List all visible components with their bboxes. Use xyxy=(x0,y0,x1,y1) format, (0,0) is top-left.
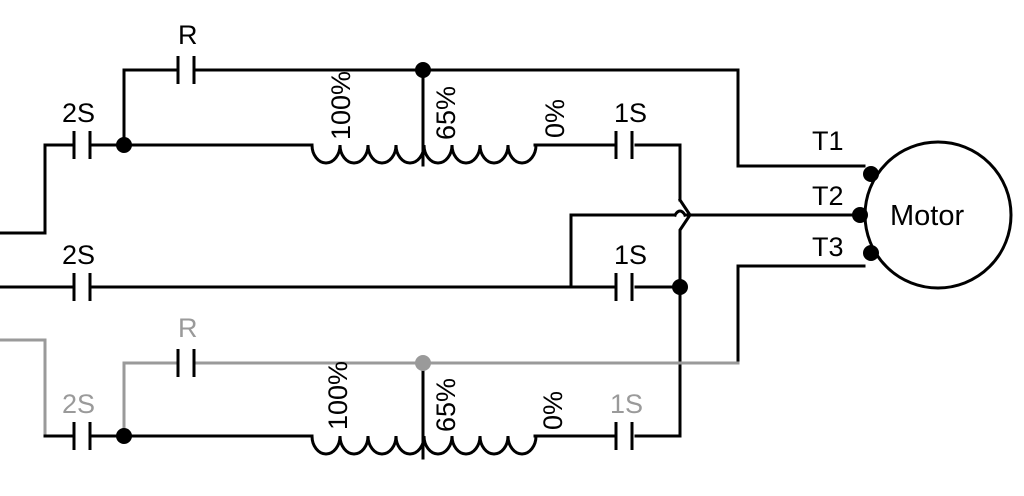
junction-dot xyxy=(116,428,132,444)
label-tap-65-bottom: 65% xyxy=(431,378,461,432)
label-2s-middle: 2S xyxy=(62,240,95,270)
contact-1s-bottom xyxy=(614,422,634,450)
terminal-t1-dot xyxy=(863,166,879,182)
label-t3: T3 xyxy=(812,232,844,262)
label-tap-100-bottom: 100% xyxy=(323,361,353,430)
label-1s-top: 1S xyxy=(614,98,647,128)
junction-dot xyxy=(415,62,431,78)
contact-1s-top xyxy=(614,131,634,159)
label-2s-top: 2S xyxy=(62,98,95,128)
contact-2s-bottom xyxy=(72,422,92,450)
l2-wiring xyxy=(0,197,866,438)
label-tap-65-top: 65% xyxy=(431,86,461,140)
label-r-bottom: R xyxy=(178,313,198,343)
autotransformer-coil-top xyxy=(310,143,538,165)
label-tap-0-top: 0% xyxy=(540,99,570,138)
junction-dot xyxy=(672,279,688,295)
label-tap-0-bottom: 0% xyxy=(538,391,568,430)
motor: Motor xyxy=(852,140,1013,290)
label-t1: T1 xyxy=(812,126,844,156)
contact-r-top xyxy=(176,56,196,84)
contact-2s-top xyxy=(72,131,92,159)
contact-1s-middle xyxy=(614,273,634,301)
label-2s-bottom: 2S xyxy=(62,389,95,419)
label-r-top: R xyxy=(178,20,198,50)
label-1s-bottom: 1S xyxy=(610,389,643,419)
label-tap-100-top: 100% xyxy=(326,71,356,140)
junction-dot-faded xyxy=(415,355,431,371)
l3-faded-wiring xyxy=(0,338,740,438)
motor-label: Motor xyxy=(890,200,964,232)
label-1s-middle: 1S xyxy=(614,240,647,270)
label-t2: T2 xyxy=(812,181,844,211)
terminal-t3-dot xyxy=(863,245,879,261)
contact-2s-middle xyxy=(72,273,92,301)
junction-dot xyxy=(116,137,132,153)
contact-r-bottom xyxy=(176,349,196,377)
terminal-t2-dot xyxy=(852,207,868,223)
autotransformer-coil-bottom xyxy=(310,434,538,456)
